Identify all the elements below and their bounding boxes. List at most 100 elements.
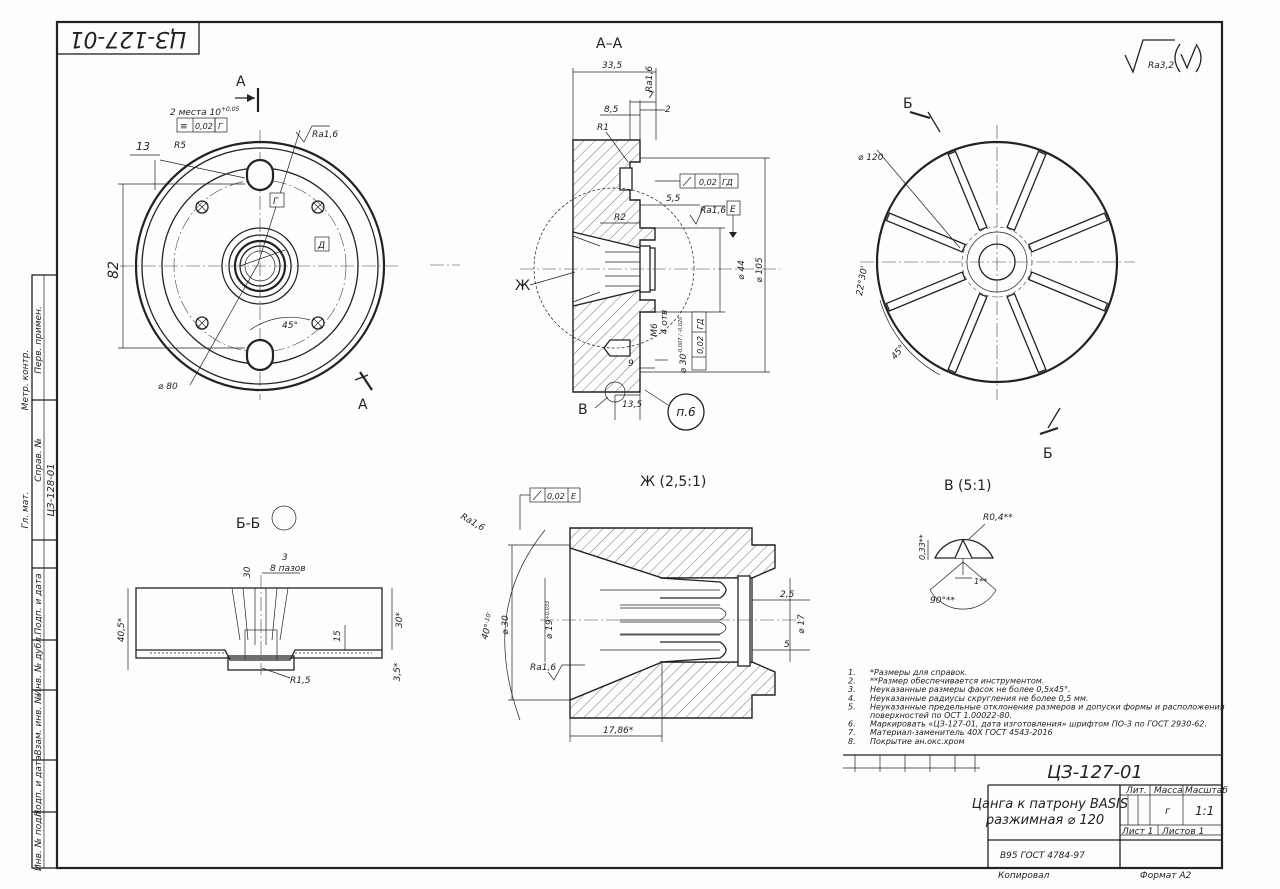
note-number: 5. bbox=[848, 702, 856, 711]
dim-3-bb: 3 bbox=[282, 553, 288, 563]
side-label-invdubl: Инв. № дубл. bbox=[34, 634, 44, 696]
roughness-symbol: Ra3,2 bbox=[1124, 39, 1202, 74]
note-number: 8. bbox=[848, 737, 856, 746]
sheet-label: Лист 1 bbox=[1121, 827, 1153, 837]
note-text: Неуказанные предельные отклонения размер… bbox=[870, 702, 1225, 711]
detail-v-view: В (5:1) 0,33** R0,4** 1** 90°** bbox=[918, 478, 1013, 610]
note-text: поверхностей по ОСТ 1.00022-80. bbox=[870, 711, 1012, 720]
copied-label: Копировал bbox=[998, 871, 1050, 881]
ra-top-aa: Ra1,6 bbox=[645, 66, 655, 92]
note-number: 7. bbox=[848, 728, 856, 737]
datum-e: Е bbox=[730, 205, 736, 215]
view-b: ⌀ 120 22°30' 45° Б Б bbox=[855, 96, 1135, 462]
radial-slot bbox=[885, 212, 967, 253]
angle-40: 40°-10' bbox=[479, 611, 497, 641]
side-label-podp1: Подп. и дата bbox=[34, 573, 44, 634]
front-view: 2 места 10+0,05 ≡ 0,02 Г Ra1,6 13 R5 Г Д… bbox=[106, 74, 400, 413]
title-name-2: разжимная ⌀ 120 bbox=[985, 813, 1104, 828]
flatness-symbol: ≡ bbox=[180, 122, 188, 132]
radius-r5: R5 bbox=[174, 141, 186, 151]
note-text: Маркировать «ЦЗ-127-01, дата изготовлени… bbox=[870, 720, 1207, 729]
radial-slots bbox=[885, 150, 1109, 374]
dim-13: 13 bbox=[136, 140, 150, 153]
dim-135: 13,5 bbox=[622, 400, 642, 410]
title-block: ЦЗ-127-01 Цанга к патрону BASIS разжимна… bbox=[843, 754, 1228, 881]
dim-35-bb: 3,5* bbox=[393, 662, 403, 681]
thread-m6: М6 bbox=[650, 323, 660, 337]
note-text: Неуказанные размеры фасок не более 0,5х4… bbox=[870, 685, 1071, 694]
dim-5-zh: 5 bbox=[784, 640, 790, 650]
dia-30-aa: ⌀ 30-0,007 / -0,020 bbox=[678, 317, 689, 374]
note-text: *Размеры для справок. bbox=[870, 668, 967, 677]
dim-30r: 30* bbox=[395, 612, 405, 628]
datum-d: Д bbox=[317, 241, 325, 251]
radial-slot bbox=[1027, 271, 1109, 312]
radius-r04: R0,4** bbox=[983, 513, 1013, 523]
dia-30-zh: ⌀ 30 bbox=[501, 615, 511, 635]
lit-label: Лит. bbox=[1125, 786, 1147, 796]
side-label-ref: ЦЗ-128-01 bbox=[46, 463, 57, 516]
technical-notes: 1.*Размеры для справок.2.**Размер обеспе… bbox=[848, 668, 1225, 746]
note-number: 1. bbox=[848, 668, 856, 677]
dia-105: ⌀ 105 bbox=[755, 257, 765, 283]
side-label-perv: Перв. примен. bbox=[34, 306, 44, 374]
dim-85: 8,5 bbox=[604, 105, 619, 115]
title-name-1: Цанга к патрону BASIS bbox=[972, 797, 1128, 812]
radius-r1: R1 bbox=[597, 123, 609, 133]
note-text: Неуказанные радиусы скругления не более … bbox=[870, 694, 1088, 703]
dim-2: 2 bbox=[665, 105, 671, 115]
detail-mark-v: В bbox=[578, 402, 588, 418]
detail-v-title: В (5:1) bbox=[944, 478, 992, 494]
side-strip: Перв. примен. Метр. контр. Справ. № ЦЗ-1… bbox=[21, 274, 58, 871]
title-code: ЦЗ-127-01 bbox=[1047, 762, 1143, 783]
section-mark-a-bottom: А bbox=[358, 397, 368, 413]
note-number: 6. bbox=[848, 720, 856, 729]
perp-tol-aa: 0,02 bbox=[696, 336, 705, 354]
dim-25-zh: 2,5 bbox=[780, 590, 795, 600]
dia-19: ⌀ 19+0,033 bbox=[545, 601, 555, 639]
slots-bb: 8 пазов bbox=[270, 564, 306, 574]
dim-55: 5,5 bbox=[666, 194, 681, 204]
sheets-label: Листов 1 bbox=[1161, 827, 1204, 837]
dia-80: ⌀ 80 bbox=[158, 382, 178, 392]
radial-slot bbox=[947, 150, 988, 232]
dim-1-v: 1** bbox=[974, 577, 987, 586]
dim-1786: 17,86* bbox=[603, 726, 634, 736]
angle-2230: 22°30' bbox=[855, 265, 870, 296]
dim-82: 82 bbox=[106, 261, 122, 279]
view-mark-b-top: Б bbox=[903, 96, 913, 112]
runout-tol-aa: 0,02 bbox=[699, 178, 717, 187]
perp-ref-aa: ГД bbox=[696, 319, 705, 330]
runout-tol-zh: 0,02 bbox=[547, 492, 565, 501]
side-label-vzam: Взам. инв. № bbox=[34, 694, 44, 755]
note-text: Покрытие ан.окс.хром bbox=[870, 737, 965, 746]
flatness-ref: Г bbox=[218, 122, 223, 131]
note-number: 3. bbox=[848, 685, 856, 694]
ra-top-zh: Ra1,6 bbox=[459, 512, 487, 534]
radius-r15: R1,5 bbox=[290, 676, 311, 686]
side-label-podp2: Подп. и дата bbox=[34, 755, 44, 816]
note-text: **Размер обеспечивается инструментом. bbox=[870, 677, 1044, 686]
detail-mark-zh: Ж bbox=[515, 278, 530, 294]
section-aa-view: А–А Ж В п.6 33,5 bbox=[430, 36, 780, 431]
format-label: Формат А2 bbox=[1140, 871, 1192, 881]
ra-bot-zh: Ra1,6 bbox=[530, 663, 556, 673]
note-text: Материал-заменитель 40Х ГОСТ 4543-2016 bbox=[870, 728, 1053, 737]
section-bb-title: Б-Б bbox=[236, 516, 260, 532]
radius-r2: R2 bbox=[614, 213, 626, 223]
dim-15-bb: 15 bbox=[333, 630, 343, 642]
angle-45-front: 45° bbox=[282, 321, 298, 331]
dim-405: 40,5* bbox=[117, 617, 127, 642]
mirrored-doc-number: ЦЗ-127-01 bbox=[69, 26, 186, 51]
datum-g: Г bbox=[273, 197, 279, 207]
section-aa-title: А–А bbox=[596, 36, 623, 52]
runout-ref-aa: ГД bbox=[722, 178, 733, 187]
ra-mid-aa: Ra1,6 bbox=[700, 206, 726, 216]
roughness-front: Ra1,6 bbox=[312, 130, 338, 140]
radial-slot bbox=[885, 271, 967, 312]
holes-4: 4 отв bbox=[660, 310, 670, 335]
detail-zh-view: Ж (2,5:1) 0,02 Е Ra1,6 40°-10' ⌀ 30 ⌀ 19… bbox=[459, 474, 810, 742]
detail-zh-title: Ж (2,5:1) bbox=[640, 474, 706, 490]
dia-44: ⌀ 44 bbox=[737, 260, 747, 280]
note-number: 4. bbox=[848, 694, 856, 703]
